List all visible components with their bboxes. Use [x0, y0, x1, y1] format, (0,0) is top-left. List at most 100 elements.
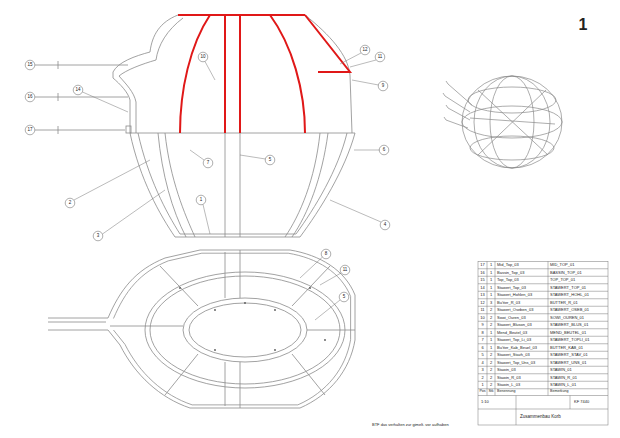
table-cell: 12 — [480, 301, 484, 305]
iso-view — [443, 76, 562, 168]
table-cell: Mid_Top_03 — [497, 263, 519, 267]
table-cell: STAWERT_OSEB_01 — [550, 308, 589, 312]
top-view — [48, 250, 355, 408]
table-cell: TOP_TOP_01 — [550, 278, 575, 282]
table-header: Pos — [479, 390, 485, 394]
table-cell: STAWERT_TOP_01 — [550, 286, 586, 290]
table-cell: STAWIN_01 — [550, 368, 572, 372]
callout-number: 14 — [75, 88, 80, 93]
table-cell: 3 — [490, 301, 492, 305]
table-cell: 14 — [480, 286, 484, 290]
table-cell: STAWERT_BLUS_01 — [550, 323, 588, 327]
table-cell: Stawert_Top_Uns_03 — [497, 361, 535, 365]
table-cell: Bassin_Top_03 — [497, 271, 524, 275]
note-text: BTF das verhalten zur gimelt. vor aufhab… — [372, 423, 449, 427]
table-cell: Stawin_L_03 — [497, 383, 520, 387]
table-cell: Top_Top_03 — [497, 278, 519, 282]
callout-number: 10 — [200, 55, 205, 60]
table-cell: 15 — [480, 278, 484, 282]
table-cell: STAWERT_TOPLI_01 — [550, 338, 589, 342]
callout-number: 6 — [383, 148, 386, 153]
table-row-line — [478, 336, 608, 337]
table-cell: STAWERT_UNS_01 — [550, 361, 586, 365]
table-cell: 5 — [481, 353, 483, 357]
table-row-line — [478, 298, 608, 299]
table-cell: 1 — [490, 346, 492, 350]
table-row-line — [478, 276, 608, 277]
table-cell: Mend_Beutel_03 — [497, 331, 527, 335]
table-cell: 1 — [490, 263, 492, 267]
table-cell: 1 — [490, 331, 492, 335]
callout-number: 5 — [269, 158, 272, 163]
table-header: Benennung — [497, 390, 515, 394]
callout-number: 11 — [378, 55, 383, 60]
table-row-line — [478, 351, 608, 352]
table-cell: SOWI_OUREN_01 — [550, 316, 584, 320]
table-row-line — [478, 358, 608, 359]
drawing-title: Zusammenbau Korb — [520, 415, 561, 420]
table-row-line — [478, 381, 608, 382]
table-cell: 2 — [490, 323, 492, 327]
table-cell: Stawert_Hohlen_03 — [497, 293, 532, 297]
callout-number: 5 — [343, 295, 346, 300]
table-cell: 1 — [490, 338, 492, 342]
table-cell: MEND_BEUTEL_01 — [550, 331, 586, 335]
table-row-line — [478, 366, 608, 367]
table-row-line — [478, 268, 608, 269]
table-cell: 1 — [490, 271, 492, 275]
callout-number: 12 — [362, 48, 367, 53]
table-cell: 2 — [481, 376, 483, 380]
callout-number: 8 — [325, 252, 328, 257]
table-cell: 1 — [481, 383, 483, 387]
callout-circles — [25, 45, 390, 302]
parts-table — [478, 261, 608, 425]
table-cell: 8 — [481, 331, 483, 335]
callout-number: 7 — [207, 161, 210, 166]
table-cell: 6 — [481, 346, 483, 350]
table-cell: 3 — [481, 368, 483, 372]
table-cell: BASSIN_TOP_01 — [550, 271, 582, 275]
table-cell: Stawert_Top_Li_03 — [497, 338, 531, 342]
callout-number: 1 — [200, 198, 203, 203]
table-cell: Stawert_Bluson_03 — [497, 323, 532, 327]
table-row-line — [478, 291, 608, 292]
table-cell: 1 — [490, 293, 492, 297]
table-cell: MID_TOP_01 — [550, 263, 574, 267]
table-cell: 2 — [490, 308, 492, 312]
highlighted-parts — [178, 15, 350, 133]
callout-number: 16 — [27, 95, 32, 100]
table-header: Bemerkung — [550, 390, 568, 394]
table-cell: 2 — [490, 353, 492, 357]
table-row-line — [478, 321, 608, 322]
table-cell: Stawert_Stavh_03 — [497, 353, 530, 357]
table-cell: Stawert_Top_03 — [497, 286, 526, 290]
table-cell: Sowi_Ouren_03 — [497, 316, 526, 320]
table-cell: 2 — [490, 361, 492, 365]
table-cell: 7 — [481, 338, 483, 342]
callout-number: 2 — [69, 201, 72, 206]
table-cell: 9 — [481, 323, 483, 327]
table-cell: 4 — [481, 361, 483, 365]
table-cell: STAWERT_HOHL_01 — [550, 293, 589, 297]
table-cell: 11 — [480, 308, 484, 312]
table-row-line — [478, 306, 608, 307]
front-view — [35, 15, 355, 237]
table-cell: 1 — [490, 278, 492, 282]
table-row-line — [478, 328, 608, 329]
table-cell: Stawert_Oseben_03 — [497, 308, 533, 312]
callout-number: 15 — [27, 63, 32, 68]
table-cell: Stawin_R_03 — [497, 376, 521, 380]
table-cell: 2 — [490, 368, 492, 372]
table-cell: 10 — [480, 316, 484, 320]
table-cell: 2 — [490, 316, 492, 320]
table-row-line — [478, 313, 608, 314]
table-cell: BUTTER_KAB_01 — [550, 346, 583, 350]
table-row-line — [478, 373, 608, 374]
leader-lines — [74, 53, 381, 320]
table-header: Stk — [488, 390, 493, 394]
table-cell: 16 — [480, 271, 484, 275]
table-cell: 13 — [480, 293, 484, 297]
table-cell: 17 — [480, 263, 484, 267]
table-cell: STAWIN_R_01 — [550, 376, 577, 380]
